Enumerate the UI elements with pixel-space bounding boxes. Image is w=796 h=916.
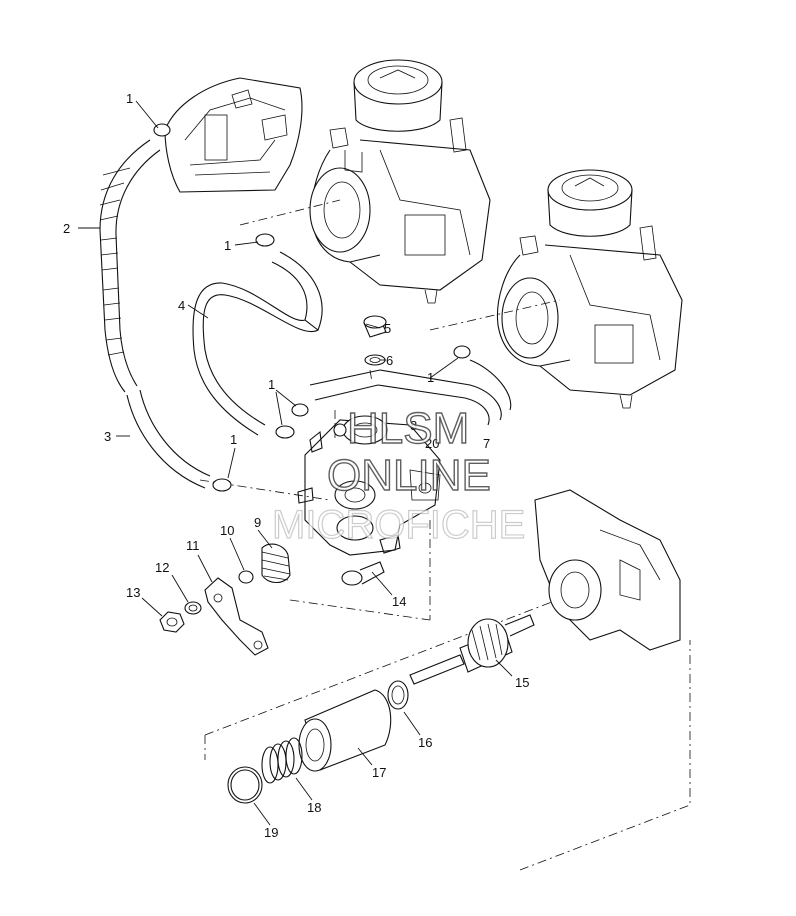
hose-clamps [153,123,471,492]
callout-13: 13 [126,585,140,600]
bolt [341,561,385,586]
callout-18: 18 [307,800,321,815]
callout-9: 9 [254,515,261,530]
callout-8: 8 [410,418,417,433]
callout-6: 6 [386,353,393,368]
callout-16: 16 [418,735,432,750]
callout-1: 1 [230,432,237,447]
callout-1: 1 [224,238,231,253]
oil-hose-short [309,359,512,426]
callout-labels: 1 2 1 4 3 1 1 5 6 1 7 8 20 9 10 11 12 13… [63,91,529,840]
watermark-line-1: HLSM [347,404,469,453]
callout-7: 7 [483,436,490,451]
coil-spring [261,737,303,784]
oil-hose-long [99,139,211,489]
engine-case-lower [534,489,681,651]
callout-15: 15 [515,675,529,690]
watermark: HLSM ONLINE MICROFICHE [271,403,526,547]
carburetor-front [309,59,491,304]
callout-17: 17 [372,765,386,780]
callout-19: 19 [264,825,278,840]
oil-pump [297,415,441,556]
engine-block-top [164,77,303,193]
callout-1: 1 [268,377,275,392]
carburetor-rear [496,169,683,409]
leader-lines [78,100,513,826]
callout-1: 1 [126,91,133,106]
callout-4: 4 [178,298,185,313]
callout-10: 10 [220,523,234,538]
o-ring [387,680,409,710]
callout-1: 1 [427,370,434,385]
seal-ring [227,766,263,804]
pump-cover [298,689,392,772]
callout-12: 12 [155,560,169,575]
watermark-line-2: ONLINE [327,451,491,500]
oil-hose-bent [192,251,323,436]
banjo-bolt [363,315,387,366]
callout-3: 3 [104,429,111,444]
callout-20: 20 [425,436,439,451]
callout-5: 5 [384,321,391,336]
watermark-line-3: MICROFICHE [272,503,525,547]
callout-2: 2 [63,221,70,236]
callout-14: 14 [392,594,406,609]
pump-lever-assembly [159,543,291,656]
pump-drive-gear [409,614,535,685]
callout-11: 11 [186,538,200,553]
